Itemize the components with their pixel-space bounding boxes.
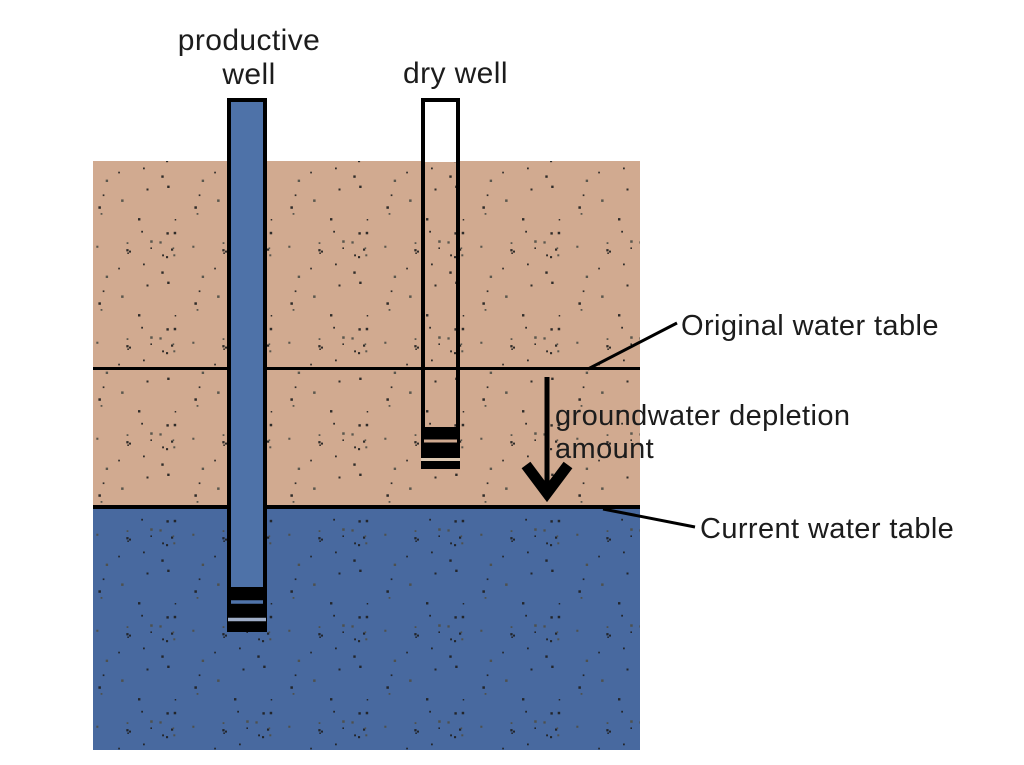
original-water-table-label: Original water table xyxy=(681,310,939,342)
productive-well-body xyxy=(227,98,267,632)
dry-well-screen xyxy=(421,427,460,469)
productive-well-label: productive well xyxy=(177,24,321,91)
dry-well xyxy=(421,98,460,469)
depletion-arrow xyxy=(521,377,573,503)
current-water-table-pointer xyxy=(602,507,696,529)
depletion-arrow-head xyxy=(521,461,573,503)
productive-well-screen xyxy=(227,587,267,630)
current-water-table-label: Current water table xyxy=(700,513,955,545)
dry-well-casing-above-ground xyxy=(423,100,458,162)
productive-well xyxy=(227,98,267,632)
original-water-table-pointer xyxy=(587,321,678,371)
dry-well-label: dry well xyxy=(403,57,508,90)
groundwater-depletion-label: groundwater depletion amount xyxy=(555,400,851,465)
